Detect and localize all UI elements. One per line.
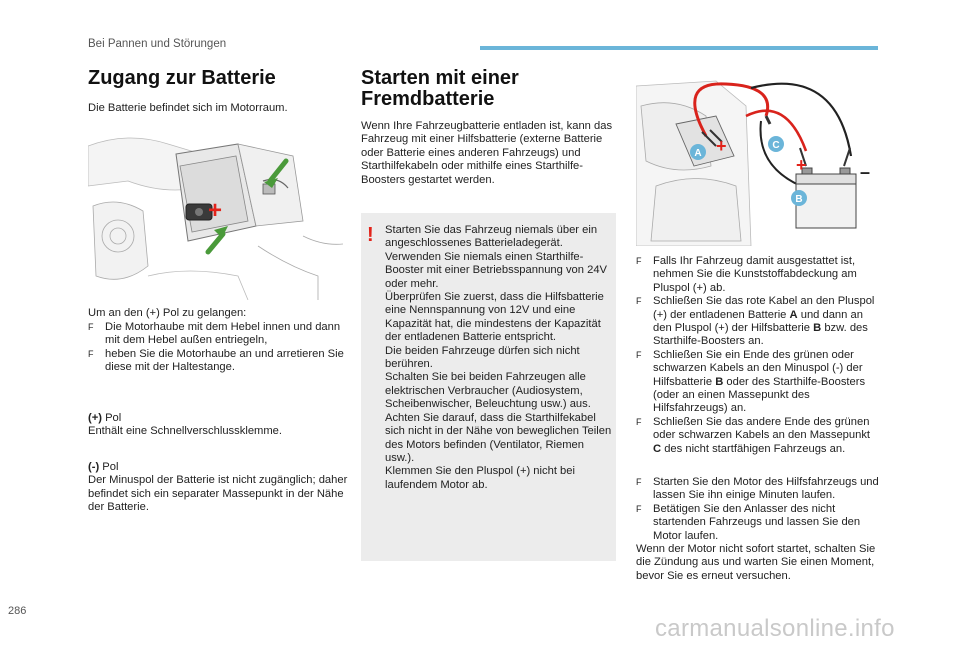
svg-text:A: A: [694, 148, 701, 159]
page-number: 286: [8, 605, 27, 617]
svg-text:+: +: [796, 155, 807, 175]
bullet-icon: F: [88, 322, 94, 332]
bullet-icon: F: [636, 416, 642, 427]
svg-text:+: +: [208, 197, 222, 224]
bullet-icon: F: [636, 349, 642, 360]
warning-box: [361, 213, 616, 561]
svg-text:C: C: [772, 140, 779, 151]
bullet-icon: F: [636, 296, 642, 307]
title-battery-access: Zugang zur Batterie: [88, 67, 276, 89]
minus-pole-section: (-) Pol Der Minuspol der Batterie ist ni…: [88, 461, 348, 514]
closing-text: Wenn der Motor nicht sofort startet, sch…: [636, 543, 876, 582]
access-intro: Um an den (+) Pol zu gelangen:: [88, 307, 247, 319]
jump-start-illustration: + – + A C B: [636, 76, 872, 246]
bullet-icon: F: [636, 477, 642, 487]
bullet-icon: F: [636, 256, 642, 266]
header-bar: [480, 46, 878, 50]
warning-text: Starten Sie das Fahrzeug niemals über ei…: [385, 224, 612, 491]
warning-icon: !: [367, 224, 374, 246]
svg-text:B: B: [795, 194, 802, 205]
bullet-icon: F: [636, 503, 642, 514]
svg-text:–: –: [860, 162, 870, 182]
watermark: carmanualsonline.info: [655, 615, 895, 642]
svg-text:+: +: [716, 136, 727, 156]
section-header: Bei Pannen und Störungen: [88, 38, 227, 50]
bullet-icon: F: [88, 348, 94, 359]
jump-start-intro: Wenn Ihre Fahrzeugbatterie entladen ist,…: [361, 120, 613, 186]
battery-location-text: Die Batterie befindet sich im Motorraum.: [88, 102, 288, 114]
engine-bay-illustration: +: [88, 126, 343, 300]
plus-pole-section: (+) Pol Enthält eine Schnellverschlusskl…: [88, 412, 283, 438]
